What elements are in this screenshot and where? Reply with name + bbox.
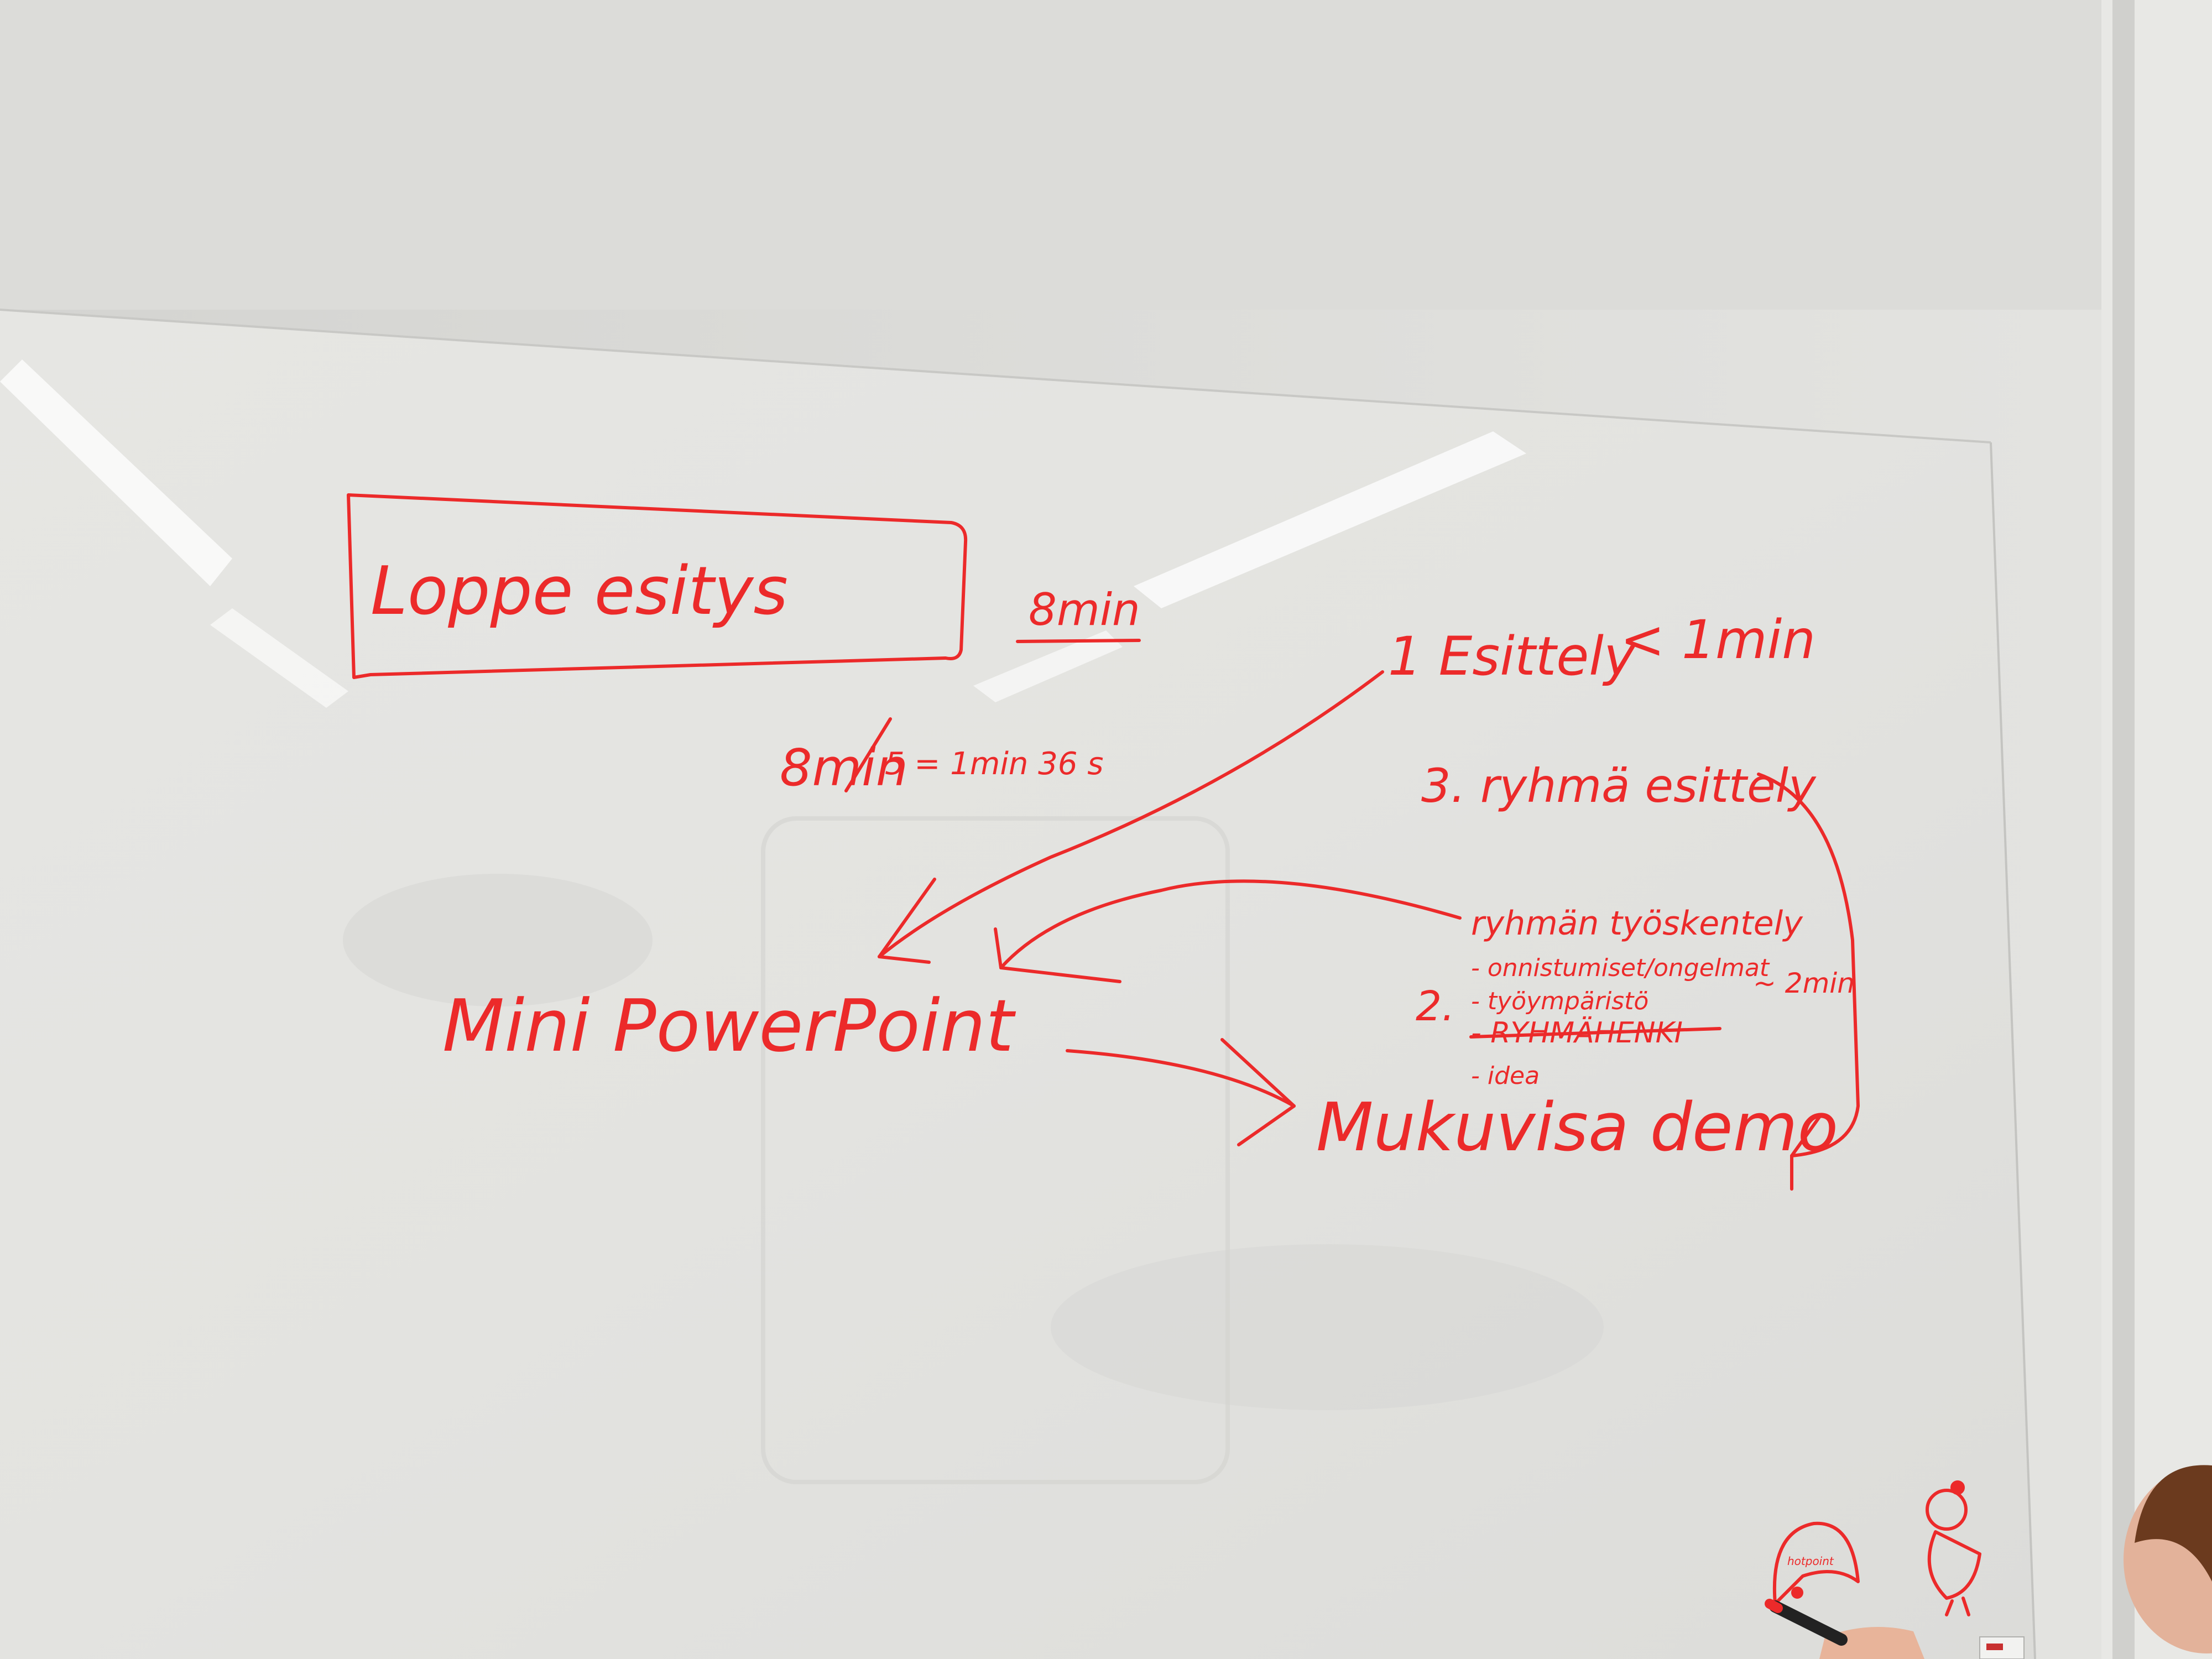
upper-wall: [0, 0, 2212, 310]
marker-pen: [1769, 1600, 1848, 1646]
smudge: [1051, 1244, 1604, 1410]
arrow-head: [878, 878, 936, 958]
doodle-bird-body: [1927, 1530, 1981, 1600]
mini-powerpoint-text: Mini PowerPoint: [442, 984, 1016, 1068]
light-reflection: [0, 359, 232, 586]
doodle-label: hotpoint: [1787, 1554, 1834, 1568]
arrow-head: [878, 955, 931, 964]
board-right-edge: [1990, 442, 2036, 1659]
doodle-face: [1772, 1521, 1860, 1605]
person: [1765, 1465, 2212, 1659]
box-2-time: ~ 2min: [1753, 967, 1855, 999]
item-1-time: < 1min: [1620, 609, 1815, 671]
duration-underline: [1016, 639, 1141, 643]
person-hand: [1819, 1627, 1924, 1659]
arrow-demo: [1066, 1049, 1296, 1108]
arrow-head: [994, 927, 1003, 969]
demo-text: Mukuvisa demo: [1316, 1089, 1838, 1166]
arrow-loop: [1757, 773, 1860, 1157]
arrow-ryhma: [999, 879, 1462, 969]
ryhmahenki-underline: [1469, 1027, 1721, 1039]
box-2-line: - onnistumiset/ongelmat: [1471, 954, 1770, 982]
board-top-edge: [0, 309, 1991, 444]
light-reflection: [973, 630, 1123, 702]
title-box: [347, 493, 968, 679]
arrow-head: [1237, 1104, 1296, 1146]
arrow-head: [999, 966, 1121, 983]
board-surface: [0, 310, 2035, 1659]
calc-right-text: 5 = 1min 36 s: [885, 746, 1103, 782]
ghost-outline: [761, 816, 1230, 1484]
light-reflection: [1134, 431, 1526, 608]
item-3-text: 3. ryhmä esittely: [1421, 759, 1817, 813]
box-2-line: - idea: [1471, 1062, 1540, 1090]
wall-edge: [2112, 0, 2135, 1659]
smudge: [343, 874, 653, 1006]
light-reflection: [210, 608, 348, 708]
calc-left-text: 8min: [780, 738, 908, 797]
arrow-esittely: [878, 670, 1384, 958]
marker-tip: [1765, 1599, 1783, 1613]
title-text: Loppe esitys: [371, 553, 788, 630]
arrow-head: [1220, 1038, 1296, 1108]
box-2-title: ryhmän työskentely: [1471, 904, 1803, 943]
duration-text: 8min: [1029, 584, 1140, 635]
item-1-text: 1 Esittely: [1388, 625, 1636, 687]
doodle-bird-legs: [1945, 1597, 1970, 1616]
whiteboard-writing: Loppe esitys 8min 8min 5 = 1min 36 s 1 E…: [371, 553, 1855, 1568]
calc-strike: [844, 717, 892, 792]
doodle-bird-head: [1926, 1489, 1968, 1531]
doodle-eye: [1791, 1587, 1803, 1599]
doodle-bird-crest: [1950, 1480, 1965, 1495]
box-2-line: - työympäristö: [1471, 987, 1648, 1015]
arrow-head: [1790, 1115, 1821, 1157]
box-2-marker: 2.: [1416, 983, 1455, 1030]
marker-strokes: [347, 493, 1981, 1616]
box-2-line: - RYHMÄHENKI: [1471, 1016, 1683, 1050]
person-hair: [2135, 1465, 2212, 1582]
wall-sign-mark: [1986, 1644, 2003, 1650]
